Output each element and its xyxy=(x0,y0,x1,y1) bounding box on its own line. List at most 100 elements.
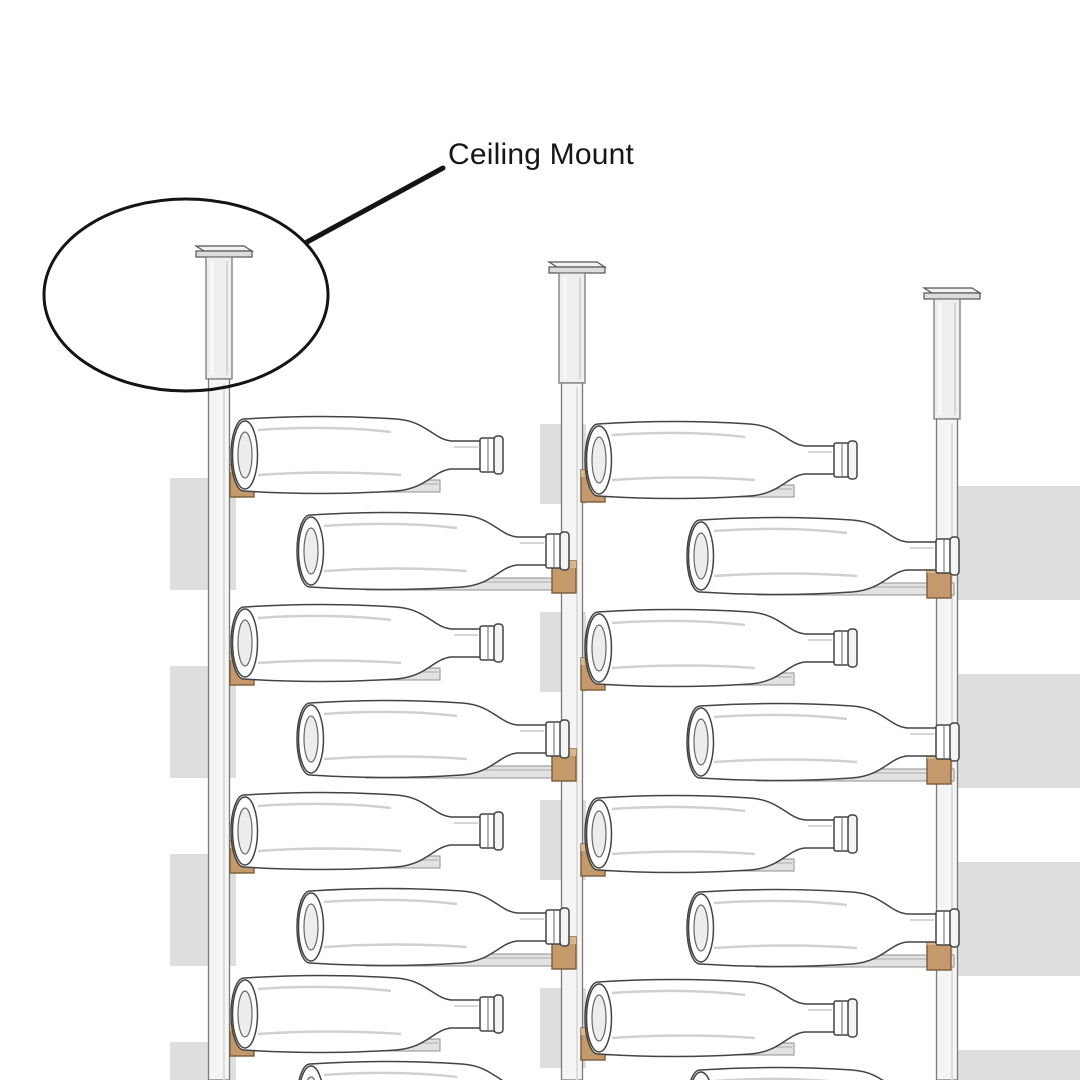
bottle-shade-line xyxy=(713,758,858,764)
bottle-shade-line xyxy=(611,476,756,482)
ceiling-plate-front xyxy=(923,292,981,300)
mount-tube xyxy=(558,272,586,384)
bottle-base-punt xyxy=(237,619,253,667)
bottle-base-punt xyxy=(693,904,709,952)
bottle-row xyxy=(580,608,858,691)
bottle-shade-line xyxy=(611,989,746,997)
bottle-lip xyxy=(559,719,570,759)
bottle-base-punt xyxy=(591,624,607,672)
bottle-base-punt xyxy=(237,990,253,1038)
bottle-shade-line xyxy=(611,1034,756,1040)
bottle-shade-line xyxy=(323,755,468,761)
bottle-base-punt xyxy=(693,718,709,766)
bottle-base-rim xyxy=(585,983,613,1053)
shadow-band xyxy=(942,674,1080,788)
bottle-lip xyxy=(847,814,858,854)
bottle-base-rim xyxy=(585,799,613,869)
bottle-shade-line xyxy=(323,522,458,530)
bottle-shade-line xyxy=(257,802,392,810)
bottle-shade-line xyxy=(323,898,458,906)
bottle-base-rim xyxy=(687,521,715,591)
bottle-shade-line xyxy=(611,619,746,627)
shadow-band xyxy=(942,862,1080,976)
bottle-base-punt xyxy=(303,527,319,575)
bottle-row xyxy=(686,888,960,971)
bottle-row xyxy=(296,887,577,970)
bottle-base-punt xyxy=(591,994,607,1042)
bottle-shade-line xyxy=(257,1030,402,1036)
bottle-row xyxy=(229,791,504,874)
bottle-base-punt xyxy=(591,810,607,858)
bottle-base-punt xyxy=(591,436,607,484)
bottle-shade-line xyxy=(713,1077,830,1080)
bottle-row xyxy=(296,511,577,594)
bottle-shade-line xyxy=(323,943,468,949)
wine-bottle xyxy=(298,1060,504,1080)
bottle-shade-line xyxy=(713,713,848,721)
bottle-row xyxy=(229,603,504,686)
bottle-shade-line xyxy=(713,527,848,535)
bottle-base-punt xyxy=(303,903,319,951)
shadow-band xyxy=(942,1050,1080,1080)
wine-bottle xyxy=(690,1066,884,1080)
bottle-lip xyxy=(493,623,504,663)
bottle-lip xyxy=(559,531,570,571)
ceiling-plate-front xyxy=(195,250,253,258)
bottle-shade-line xyxy=(323,710,458,718)
bottle-base-punt xyxy=(237,431,253,479)
mount-tube xyxy=(933,298,961,420)
bottle-shade-line xyxy=(713,944,858,950)
bottle-row xyxy=(580,794,858,877)
pole-1 xyxy=(193,245,255,1080)
bottle-base-rim xyxy=(687,893,715,963)
bottle-shade-line xyxy=(713,899,848,907)
bottle-lip xyxy=(493,994,504,1034)
bottle-base-rim xyxy=(692,1071,710,1080)
bottle-shade-line xyxy=(257,426,392,434)
callout-leader-line xyxy=(304,165,446,245)
bottle-shade-line xyxy=(257,659,402,665)
bottle-shade-line xyxy=(257,471,402,477)
ceiling-plate-top xyxy=(546,261,608,268)
callout-ellipse xyxy=(42,197,330,393)
bottle-lip xyxy=(949,536,960,576)
bottle-shade-line xyxy=(323,567,468,573)
mount-tube xyxy=(205,256,233,380)
bottle-row xyxy=(580,978,858,1061)
ceiling-plate-front xyxy=(548,266,606,274)
bottle-row xyxy=(296,699,577,782)
bottle-lip xyxy=(493,811,504,851)
bottle-base-rim xyxy=(297,704,325,774)
ceiling-mount-label: Ceiling Mount xyxy=(448,138,635,171)
bottle-shade-line xyxy=(257,614,392,622)
bottle-row xyxy=(686,516,960,599)
bottle-row xyxy=(229,974,504,1057)
bottle-base-rim xyxy=(585,425,613,495)
bottle-shade-line xyxy=(323,1071,458,1079)
bottle-base-rim xyxy=(231,608,259,678)
bottle-base-rim xyxy=(585,613,613,683)
bottle-row xyxy=(229,415,504,498)
bottle-shade-line xyxy=(611,850,756,856)
bottle-base-punt xyxy=(306,1076,316,1080)
bottle-shade-line xyxy=(611,805,746,813)
ceiling-plate-top xyxy=(921,287,983,294)
bottle-base-punt xyxy=(237,807,253,855)
bottle-lip xyxy=(559,907,570,947)
bottle-base-rim xyxy=(231,420,259,490)
bottle-lip xyxy=(847,440,858,480)
bottle-base-rim xyxy=(231,979,259,1049)
bottle-base-rim xyxy=(231,796,259,866)
bottle-row xyxy=(298,1060,504,1080)
bottle-lip xyxy=(949,722,960,762)
bottle-lip xyxy=(847,998,858,1038)
bottle-lip xyxy=(949,908,960,948)
bottle-shade-line xyxy=(257,847,402,853)
bottle-shade-line xyxy=(611,431,746,439)
bottle-base-rim xyxy=(300,1065,322,1080)
shadow-band xyxy=(942,486,1080,600)
bottle-shade-line xyxy=(257,985,392,993)
bottle-row xyxy=(686,702,960,785)
bottle-base-rim xyxy=(297,892,325,962)
